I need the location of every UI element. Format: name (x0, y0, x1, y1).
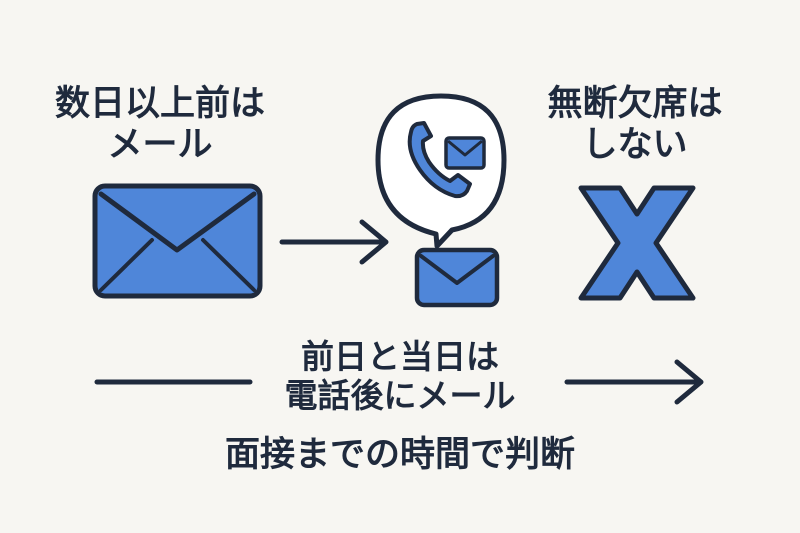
left-label-line2: メール (107, 125, 213, 166)
middle-label: 前日と当日は 電話後にメール (250, 337, 550, 416)
envelope-icon (414, 247, 500, 308)
arrow-right-icon (279, 219, 389, 265)
cross-icon (578, 185, 696, 301)
left-label-line1: 数日以上前は (55, 84, 266, 124)
envelope-icon (92, 183, 263, 299)
timeline-arrow-icon (564, 359, 704, 405)
right-label-line1: 無断欠席は (547, 84, 723, 124)
middle-label-line1: 前日と当日は (301, 337, 499, 376)
small-envelope-icon (444, 136, 486, 170)
phone-speech-bubble-icon (375, 93, 507, 249)
right-label: 無断欠席は しない (530, 84, 740, 167)
bottom-label: 面接までの時間で判断 (224, 435, 575, 475)
left-label: 数日以上前は メール (55, 84, 265, 167)
middle-label-line2: 電話後にメール (284, 375, 516, 415)
phone-icon (407, 121, 472, 199)
right-label-line2: しない (582, 125, 688, 166)
